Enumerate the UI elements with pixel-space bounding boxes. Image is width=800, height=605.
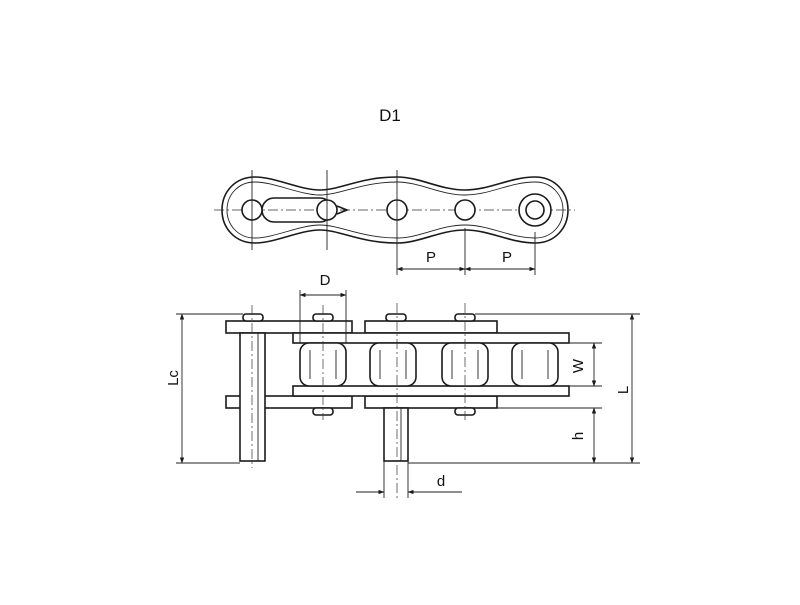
roller-diameter-label: D — [320, 272, 331, 289]
clip-icon — [336, 205, 350, 215]
roller-inner-circle — [525, 200, 545, 220]
outer-plate-bottom-right — [364, 395, 498, 409]
chain-plan-view — [225, 303, 570, 498]
inner-plate-top — [292, 332, 570, 344]
roller-circle — [454, 199, 476, 221]
outer-plate-top-left — [225, 320, 353, 334]
pin-diameter-label: d — [437, 473, 445, 490]
pitch-label-2: P — [502, 249, 512, 266]
extended-pin — [383, 407, 409, 462]
pin-head — [385, 313, 407, 322]
roller — [369, 342, 417, 387]
extended-pin — [239, 332, 266, 462]
chain-top-view: P P — [214, 170, 575, 275]
inner-plate-bottom — [292, 385, 570, 397]
pin-head — [242, 313, 264, 322]
pitch-label-1: P — [426, 249, 436, 266]
pin-extension-label: h — [570, 432, 587, 440]
diagram-title: D1 — [379, 106, 401, 125]
outer-plate-top-right — [364, 320, 498, 334]
roller — [511, 342, 559, 387]
inner-width-label: W — [570, 358, 587, 373]
overall-width-label: L — [615, 386, 632, 394]
connecting-width-label: Lc — [165, 370, 182, 386]
dimensions: D Lc L W h d — [165, 272, 640, 498]
